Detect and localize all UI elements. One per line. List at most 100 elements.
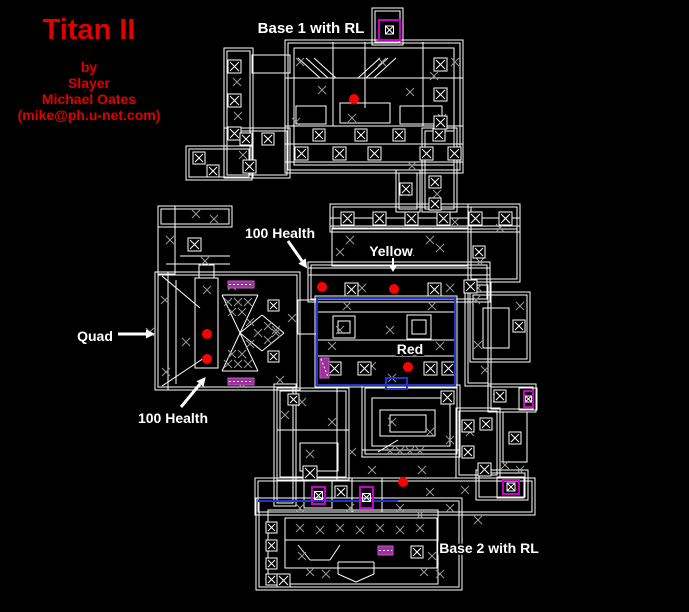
x-mark <box>165 235 175 245</box>
x-box-mark <box>329 363 340 374</box>
room-inner-outline <box>157 274 298 388</box>
x-mark <box>425 427 435 437</box>
x-box-mark <box>359 363 370 374</box>
magenta-box-core <box>506 482 516 492</box>
wall-line <box>261 332 285 352</box>
wall-line <box>239 294 259 334</box>
room-inner-outline <box>472 294 528 360</box>
x-mark <box>515 301 525 311</box>
wall-line <box>337 573 357 583</box>
x-mark <box>237 307 247 317</box>
x-box-mark <box>412 547 422 557</box>
arrow-head <box>298 258 308 269</box>
magenta-box <box>378 19 401 41</box>
byline-author: Michael Oates <box>41 91 137 107</box>
x-mark <box>357 283 367 293</box>
x-mark <box>419 567 429 577</box>
magenta-box-core <box>314 491 323 500</box>
room-inner-outline <box>364 387 458 455</box>
x-mark <box>347 447 357 457</box>
x-mark <box>425 487 435 497</box>
x-mark <box>473 340 483 350</box>
x-mark <box>227 349 237 359</box>
x-mark <box>263 335 273 345</box>
x-box-mark <box>470 213 481 224</box>
x-mark <box>335 325 345 335</box>
x-mark <box>223 359 233 369</box>
x-box-mark <box>438 213 449 224</box>
x-mark <box>375 523 385 533</box>
x-mark <box>245 339 255 349</box>
room-outline <box>223 127 291 179</box>
wall-line <box>313 57 337 79</box>
x-mark <box>473 515 483 525</box>
map-label-100-health: 100 Health <box>245 225 315 241</box>
x-mark <box>385 325 395 335</box>
x-box-mark <box>435 117 446 128</box>
x-box-mark <box>406 213 417 224</box>
x-box-mark <box>369 148 380 159</box>
x-box-mark <box>269 352 278 361</box>
room-outline <box>337 320 351 334</box>
wall-line <box>261 314 285 334</box>
room-outline <box>475 469 529 501</box>
byline-email: (mike@ph.u-net.com) <box>17 107 161 123</box>
x-mark <box>405 247 415 257</box>
x-box-mark <box>495 391 505 401</box>
x-mark <box>181 337 191 347</box>
x-mark <box>395 446 405 456</box>
x-mark <box>427 301 437 311</box>
room-outline <box>251 54 291 74</box>
x-mark <box>232 77 242 87</box>
x-mark <box>263 321 273 331</box>
room-outline <box>455 407 501 479</box>
room-outline <box>482 307 510 349</box>
room-outline <box>154 271 301 391</box>
room-inner-outline <box>470 206 518 280</box>
magenta-box-core <box>385 25 394 35</box>
x-mark <box>377 57 387 67</box>
red-item-dot <box>389 284 399 294</box>
x-box-mark <box>510 433 520 443</box>
wall-line <box>297 544 311 561</box>
map-label-yellow: Yellow <box>369 243 413 259</box>
room-inner-outline <box>398 172 418 210</box>
room-outline <box>284 517 438 569</box>
x-mark <box>405 87 415 97</box>
x-mark <box>315 525 325 535</box>
arrow-head <box>389 266 397 272</box>
x-mark <box>345 235 355 245</box>
wall-line <box>239 332 263 352</box>
room-outline <box>389 414 427 433</box>
x-mark <box>429 71 439 81</box>
x-box-mark <box>474 247 484 257</box>
room-outline <box>371 397 451 447</box>
x-box-mark <box>435 89 446 100</box>
spawn-markers <box>311 19 534 509</box>
room-outline <box>502 411 528 463</box>
magenta-bar-stripe <box>320 358 329 378</box>
room-inner-outline <box>226 130 288 176</box>
x-box-mark <box>267 523 276 532</box>
x-mark <box>432 189 442 199</box>
x-mark <box>445 503 455 513</box>
x-mark <box>327 341 337 351</box>
magenta-box-core <box>525 395 532 403</box>
room-outline <box>254 477 536 516</box>
x-box-mark <box>479 464 490 475</box>
wall-line <box>221 294 241 334</box>
x-mark <box>415 523 425 533</box>
room-outline <box>351 477 383 513</box>
x-mark <box>425 235 435 245</box>
x-box-mark <box>346 284 357 295</box>
x-box-mark <box>430 199 440 209</box>
x-box-mark <box>263 134 273 144</box>
x-box-mark <box>304 467 316 479</box>
x-mark <box>471 295 481 305</box>
room-outline <box>469 291 531 363</box>
magenta-box-core <box>362 493 371 502</box>
room-inner-outline <box>257 480 533 513</box>
x-box-mark <box>336 487 346 497</box>
wall-line <box>221 332 241 372</box>
